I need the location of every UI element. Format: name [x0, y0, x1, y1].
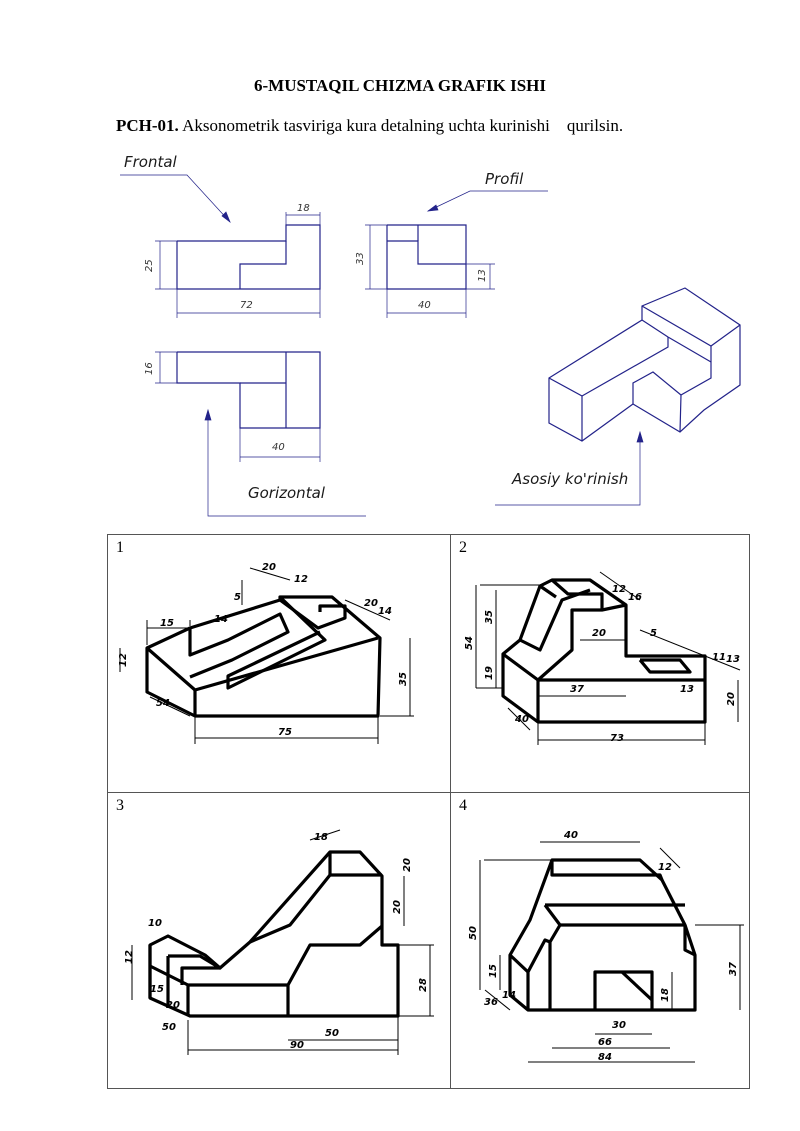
gorizontal-arrow [204, 408, 212, 421]
profil-arrow [426, 204, 439, 212]
variant-cell-2: 2 [451, 535, 749, 793]
variant-cell-4: 4 [451, 793, 749, 1088]
asosiy-label: Asosiy ko'rinish [511, 470, 628, 488]
profil-leader [427, 190, 548, 212]
example-drawing: Frontal 18 25 72 Profil 33 13 40 16 40 G… [120, 153, 741, 517]
frontal-view-outline [176, 224, 321, 290]
profil-label: Profil [485, 170, 524, 188]
gorizontal-label: Gorizontal [248, 484, 326, 502]
asosiy-leader [495, 432, 641, 506]
isometric-view [548, 287, 741, 442]
frontal-label: Frontal [124, 153, 178, 171]
task-statement: PCH-01. Aksonometrik tasviriga kura deta… [116, 116, 623, 136]
variant-number: 4 [459, 797, 467, 814]
gorizontal-leader [207, 410, 366, 517]
dim-front-top: 18 [297, 203, 310, 214]
dim-top-width: 40 [272, 442, 285, 453]
dim-front-width: 72 [240, 300, 253, 311]
gorizontal-view-outline [176, 351, 321, 429]
profil-view-outline [386, 224, 467, 290]
variants-table: 1 2 3 4 [107, 534, 750, 1089]
frontal-arrow [221, 211, 231, 224]
dim-side-small: 13 [477, 269, 488, 282]
profil-view-step [387, 240, 466, 265]
variant-cell-3: 3 [108, 793, 451, 1088]
variant-number: 1 [116, 539, 124, 556]
task-text: Aksonometrik tasviriga kura detalning uc… [178, 116, 624, 135]
page-title: 6-MUSTAQIL CHIZMA GRAFIK ISHI [253, 76, 547, 95]
variant-number: 2 [459, 539, 467, 556]
asosiy-arrow [636, 430, 644, 443]
dim-top-depth: 16 [144, 362, 155, 375]
frontal-view-step [239, 241, 287, 289]
frontal-leader [120, 174, 231, 223]
dim-front-height: 25 [144, 259, 155, 272]
dim-side-width: 40 [418, 300, 431, 311]
variant-number: 3 [116, 797, 124, 814]
task-code: PCH-01. [116, 116, 179, 135]
dim-side-height: 33 [355, 252, 366, 265]
variant-cell-1: 1 [108, 535, 451, 793]
